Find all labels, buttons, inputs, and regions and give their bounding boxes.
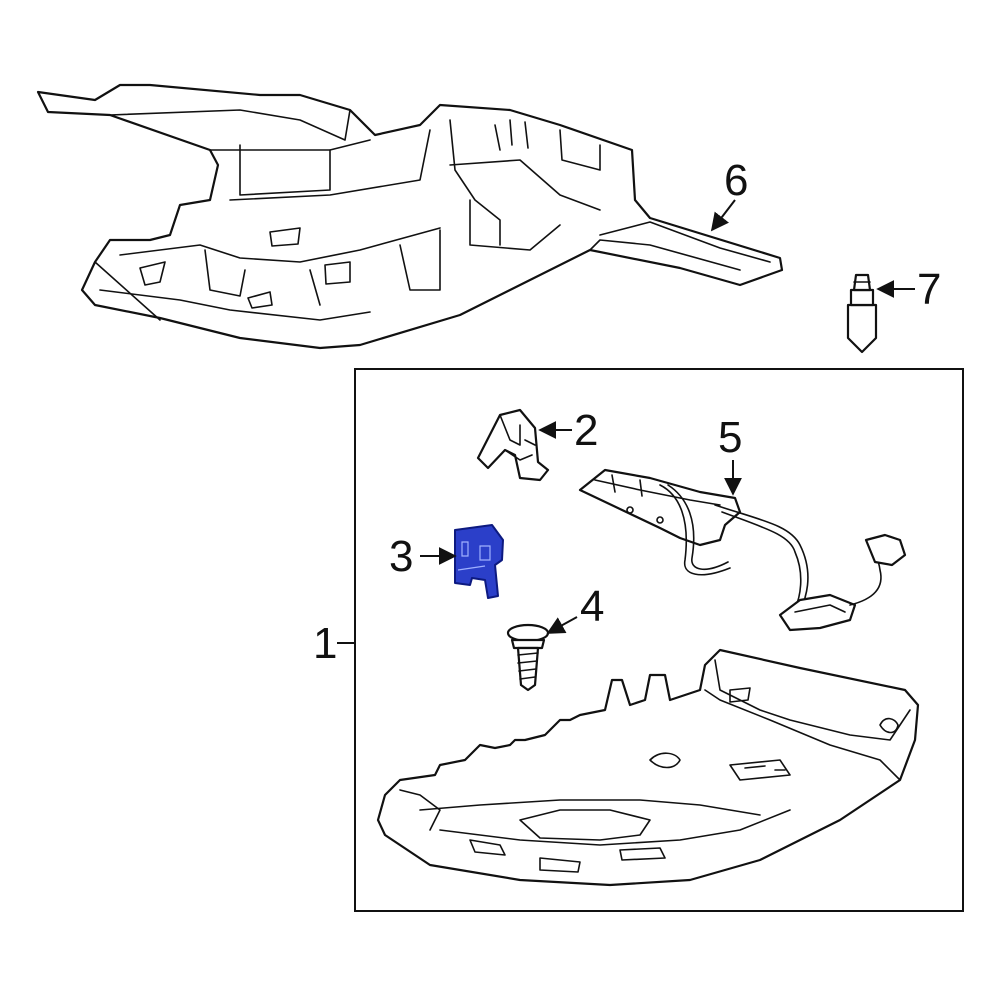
callout-6: 6 xyxy=(724,156,748,205)
wiring-harness[interactable] xyxy=(578,468,907,632)
callout-1: 1 xyxy=(313,619,337,668)
overhead-console[interactable] xyxy=(376,648,920,887)
kit-frame xyxy=(354,368,964,912)
callout-5: 5 xyxy=(718,413,742,462)
leader-4 xyxy=(546,616,578,634)
callout-4: 4 xyxy=(580,582,604,631)
headliner-panel[interactable] xyxy=(36,83,784,350)
callout-7: 7 xyxy=(917,265,941,314)
bracket[interactable] xyxy=(476,408,550,482)
leader-6 xyxy=(710,199,736,232)
callout-2: 2 xyxy=(574,406,598,455)
screw[interactable] xyxy=(506,623,550,692)
retainer-highlighted[interactable] xyxy=(454,524,504,599)
headliner-clip[interactable] xyxy=(846,273,878,354)
callout-3: 3 xyxy=(389,532,413,581)
